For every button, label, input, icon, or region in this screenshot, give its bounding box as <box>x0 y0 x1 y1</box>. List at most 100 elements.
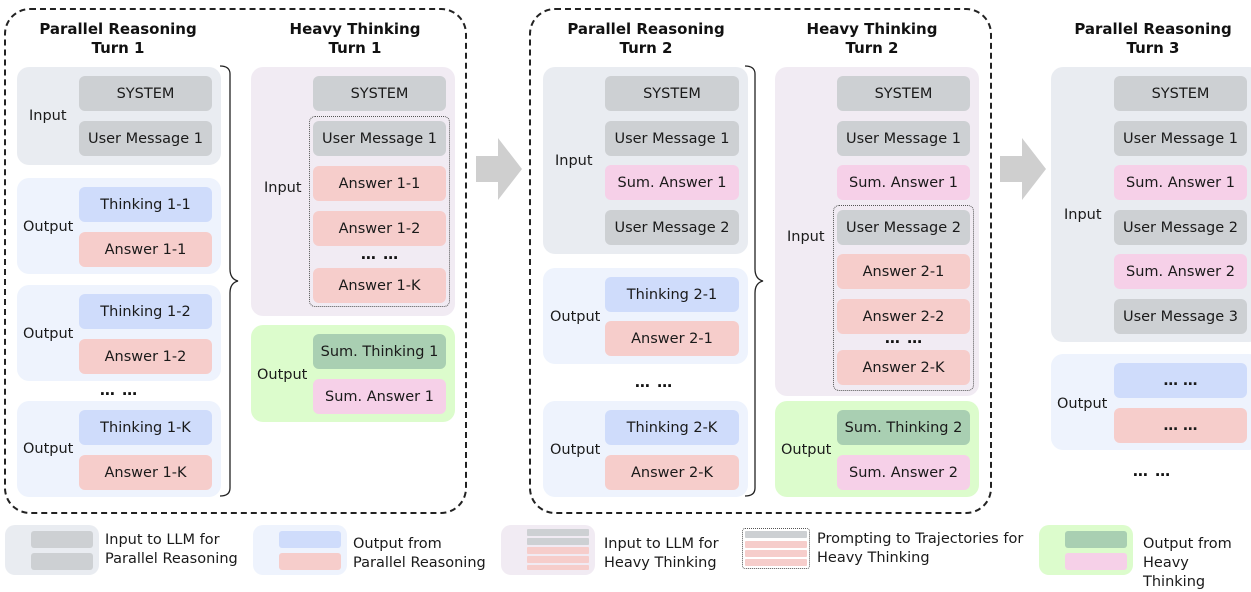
legend-line: Heavy Thinking <box>817 550 930 566</box>
legend-line: Parallel Reasoning <box>105 551 238 567</box>
ellipsis: … … <box>1132 462 1172 480</box>
thinking-box: Thinking 2-1 <box>605 277 739 312</box>
title-line: Turn 2 <box>619 39 673 57</box>
input-label: Input <box>264 180 302 196</box>
arrow-right-icon <box>1000 138 1046 200</box>
system-box: SYSTEM <box>837 76 970 111</box>
output-label: Output <box>23 326 74 342</box>
legend-swatch-bar <box>1065 553 1127 570</box>
legend-label: Output from Heavy Thinking <box>1143 535 1251 592</box>
title-line: Turn 2 <box>845 39 899 57</box>
user-message-box: User Message 1 <box>1114 121 1247 156</box>
legend-swatch-bar <box>279 553 341 570</box>
title-line: Parallel Reasoning <box>39 20 197 38</box>
sum-answer-box: Sum. Answer 1 <box>837 165 970 200</box>
legend-swatch-bar <box>745 531 807 538</box>
answer-box: Answer 2-K <box>605 455 739 490</box>
input-label: Input <box>787 229 825 245</box>
title-line: Turn 1 <box>91 39 145 57</box>
title-line: Parallel Reasoning <box>567 20 725 38</box>
legend-label: Prompting to Trajectories for Heavy Thin… <box>817 530 1023 568</box>
answer-box: Answer 2-K <box>837 350 970 385</box>
output-label: Output <box>781 442 832 458</box>
parallel-turn-3-title: Parallel Reasoning Turn 3 <box>1053 20 1251 58</box>
output-label: Output <box>23 219 74 235</box>
output-label: Output <box>1057 396 1108 412</box>
sum-answer-box: Sum. Answer 2 <box>837 455 970 490</box>
user-message-box: User Message 2 <box>837 210 970 245</box>
sum-answer-box: Sum. Answer 1 <box>313 379 446 414</box>
answer-box: … … <box>1114 408 1247 443</box>
user-message-box: User Message 1 <box>313 121 446 156</box>
answer-box: Answer 2-1 <box>605 321 739 356</box>
user-message-box: User Message 3 <box>1114 299 1247 334</box>
legend-swatch-bar <box>527 556 589 563</box>
heavy-turn-2-title: Heavy Thinking Turn 2 <box>772 20 972 58</box>
system-box: SYSTEM <box>605 76 739 111</box>
answer-box: Answer 1-2 <box>79 339 212 374</box>
title-line: Heavy Thinking <box>289 20 421 38</box>
ellipsis: … … <box>884 329 924 347</box>
legend-line: Heavy Thinking <box>604 555 717 571</box>
answer-box: Answer 1-1 <box>313 166 446 201</box>
output-label: Output <box>550 442 601 458</box>
user-message-box: User Message 1 <box>837 121 970 156</box>
sum-answer-box: Sum. Answer 1 <box>1114 165 1247 200</box>
input-label: Input <box>555 153 593 169</box>
sum-thinking-box: Sum. Thinking 2 <box>837 410 970 445</box>
turn-2-frame <box>529 8 992 514</box>
parallel-turn-2-title: Parallel Reasoning Turn 2 <box>546 20 746 58</box>
parallel-turn-1-title: Parallel Reasoning Turn 1 <box>18 20 218 58</box>
thinking-box: Thinking 2-K <box>605 410 739 445</box>
user-message-box: User Message 2 <box>1114 210 1247 245</box>
parallel-input-panel <box>1051 67 1251 342</box>
legend-swatch-bar <box>745 559 807 566</box>
legend-label: Input to LLM for Parallel Reasoning <box>105 531 238 569</box>
sum-answer-box: Sum. Answer 2 <box>1114 254 1247 289</box>
system-box: SYSTEM <box>1114 76 1247 111</box>
legend-label: Output from Parallel Reasoning <box>353 535 486 573</box>
legend-line: Output from <box>1143 536 1232 552</box>
thinking-box: Thinking 1-K <box>79 410 212 445</box>
legend-line: Input to LLM for <box>604 536 719 552</box>
user-message-box: User Message 1 <box>79 121 212 156</box>
legend-line: Output from <box>353 536 442 552</box>
sum-thinking-box: Sum. Thinking 1 <box>313 334 446 369</box>
answer-box: Answer 2-2 <box>837 299 970 334</box>
system-box: SYSTEM <box>79 76 212 111</box>
brace <box>744 65 764 497</box>
heavy-turn-1-title: Heavy Thinking Turn 1 <box>255 20 455 58</box>
sum-answer-box: Sum. Answer 1 <box>605 165 739 200</box>
legend-swatch-bar <box>745 541 807 548</box>
title-line: Turn 3 <box>1126 39 1180 57</box>
legend-swatch-bar <box>527 529 589 536</box>
legend-swatch <box>742 528 810 569</box>
legend-swatch-bar <box>527 538 589 545</box>
brace <box>219 65 239 497</box>
title-line: Turn 1 <box>328 39 382 57</box>
output-label: Output <box>23 441 74 457</box>
legend-swatch-bar <box>279 531 341 548</box>
legend-swatch-bar <box>527 547 589 554</box>
answer-box: Answer 1-K <box>313 268 446 303</box>
thinking-box: Thinking 1-1 <box>79 187 212 222</box>
legend-line: Parallel Reasoning <box>353 555 486 571</box>
legend-line: Prompting to Trajectories for <box>817 531 1024 547</box>
legend-label: Input to LLM for Heavy Thinking <box>604 535 719 573</box>
legend-swatch-bar <box>527 565 589 570</box>
legend-swatch-bar <box>31 553 93 570</box>
ellipsis: … … <box>360 245 400 263</box>
output-label: Output <box>550 309 601 325</box>
user-message-box: User Message 2 <box>605 210 739 245</box>
thinking-box: Thinking 1-2 <box>79 294 212 329</box>
answer-box: Answer 2-1 <box>837 254 970 289</box>
arrow-right-icon <box>476 138 522 200</box>
user-message-box: User Message 1 <box>605 121 739 156</box>
trajectories-frame <box>833 205 974 391</box>
thinking-box: … … <box>1114 363 1247 398</box>
answer-box: Answer 1-1 <box>79 232 212 267</box>
title-line: Parallel Reasoning <box>1074 20 1232 38</box>
legend-line: Input to LLM for <box>105 532 220 548</box>
input-label: Input <box>1064 207 1102 223</box>
trajectories-frame <box>309 116 450 307</box>
